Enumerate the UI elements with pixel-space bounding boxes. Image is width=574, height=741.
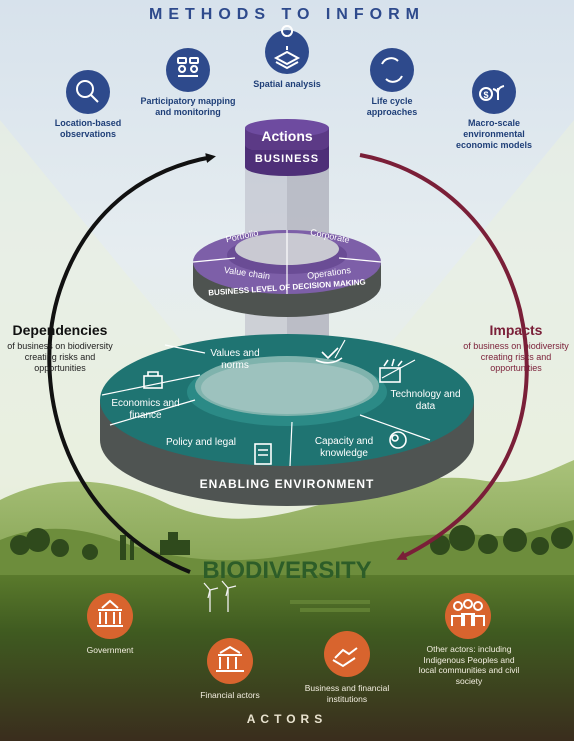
method-label: Life cycle approaches xyxy=(366,96,418,117)
field-rows xyxy=(290,600,370,612)
segment-technology-and-data: Technology and data xyxy=(390,389,461,412)
dependencies-description: of business on biodiversity creating ris… xyxy=(7,341,113,373)
actor-label: Government xyxy=(86,645,134,655)
enabling-icons xyxy=(143,347,407,465)
methods-icons: $ xyxy=(66,25,516,114)
business-level-ring xyxy=(192,230,382,317)
dependencies-title: Dependencies xyxy=(12,322,108,338)
enabling-environment-ring xyxy=(100,334,474,506)
actor-label: Business and financial institutions xyxy=(304,683,390,704)
svg-text:$: $ xyxy=(483,90,488,100)
impacts-arrow xyxy=(359,153,529,560)
method-label: Participatory mapping and monitoring xyxy=(140,96,236,117)
impacts-description: of business on biodiversity creating ris… xyxy=(463,341,569,373)
method-label: Location-based observations xyxy=(54,118,122,139)
actor-label: Other actors: including Indigenous Peopl… xyxy=(418,644,520,686)
tree-silhouettes xyxy=(10,525,573,560)
enabling-environment-title: ENABLING ENVIRONMENT xyxy=(199,477,375,491)
actors-icons xyxy=(87,593,491,684)
business-label: BUSINESS xyxy=(254,153,320,165)
method-label: Macro-scale environmental economic model… xyxy=(455,118,533,150)
segment-values-and-norms: Values and norms xyxy=(210,348,260,371)
method-label: Spatial analysis xyxy=(253,79,321,89)
methods-title: METHODS TO INFORM xyxy=(149,6,425,23)
impacts-title: Impacts xyxy=(489,322,543,338)
segment-policy-and-legal: Policy and legal xyxy=(165,437,237,448)
wind-turbines xyxy=(203,580,237,612)
actions-label: Actions xyxy=(261,128,313,144)
actors-title: ACTORS xyxy=(246,712,328,726)
business-cylinder xyxy=(245,119,329,176)
segment-economics-and-finance: Economics and finance xyxy=(111,398,180,421)
dependencies-arrow xyxy=(47,153,216,574)
segment-capacity-and-knowledge: Capacity and knowledge xyxy=(314,436,374,459)
biodiversity-label: BIODIVERSITY xyxy=(202,557,372,584)
actor-label: Financial actors xyxy=(200,690,260,700)
